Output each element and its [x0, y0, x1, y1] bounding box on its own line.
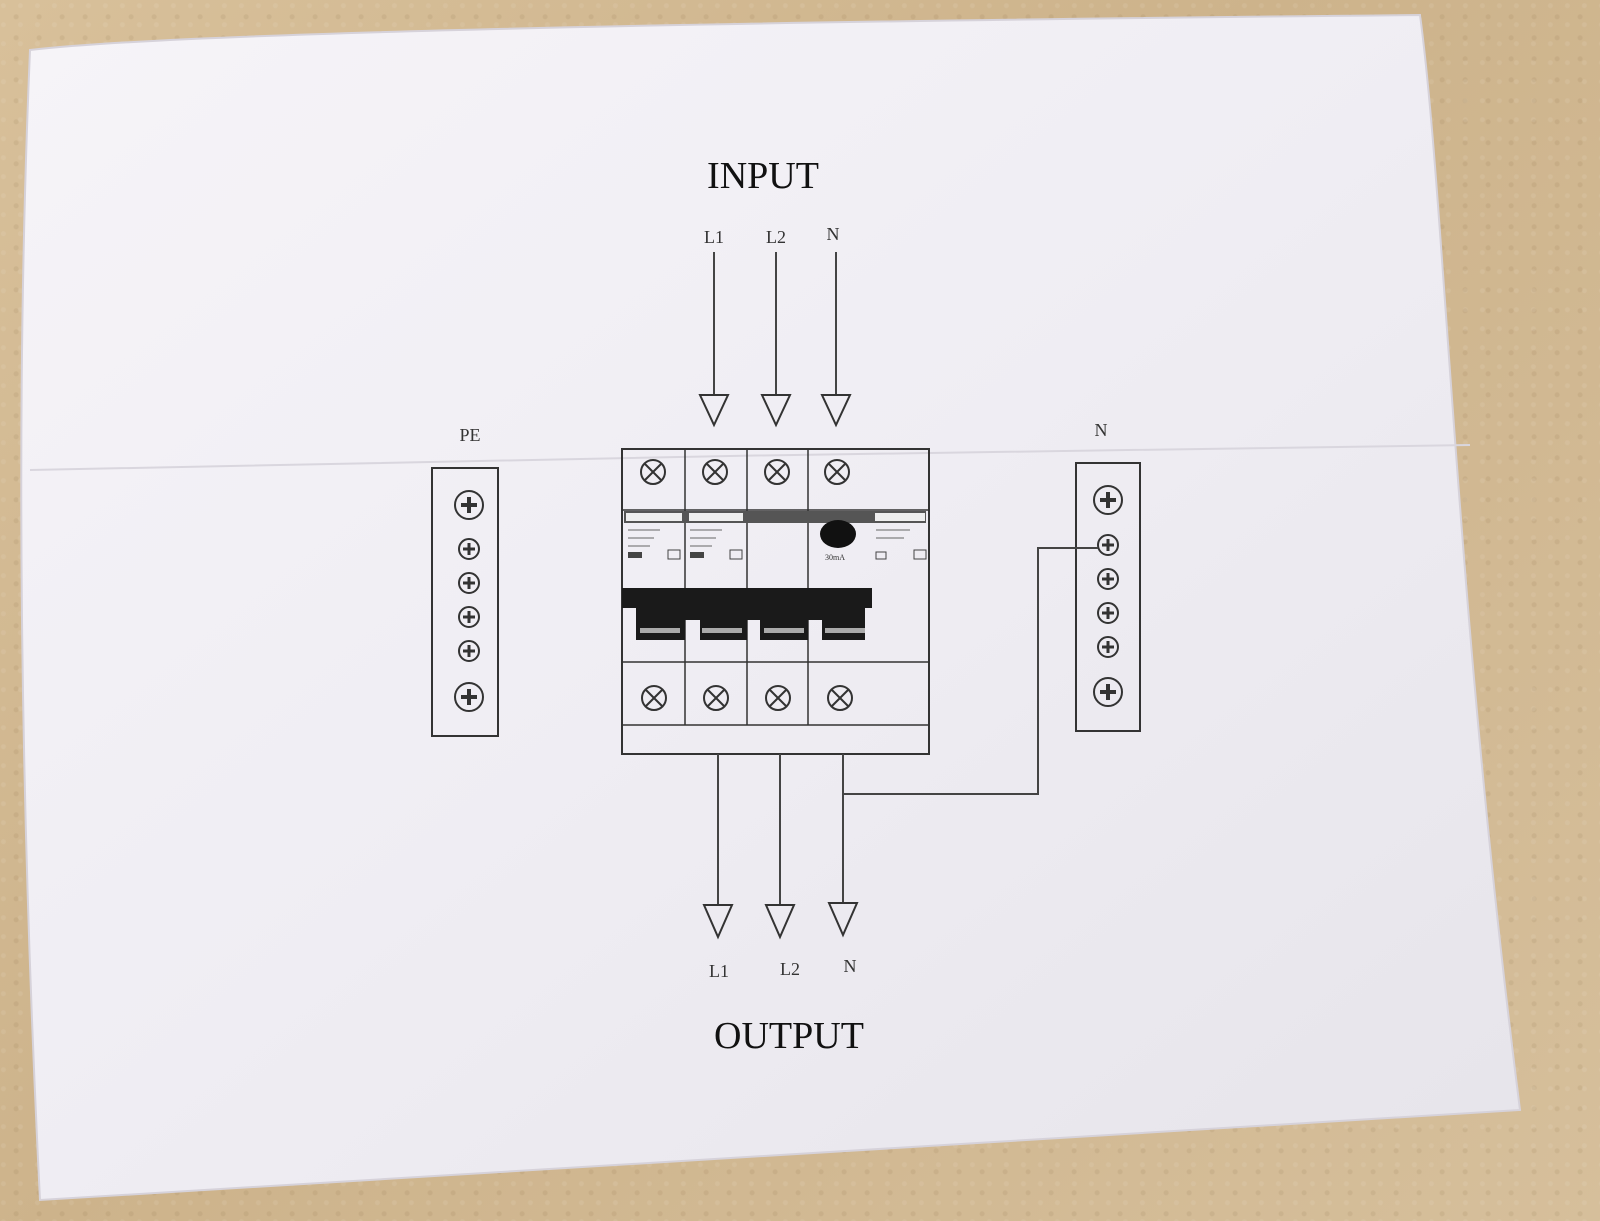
input-label-n: N — [827, 224, 840, 244]
terminal-screw-icon — [764, 459, 790, 485]
pe-earth-bar — [431, 467, 499, 737]
screw-icon — [458, 606, 480, 628]
n-neutral-bar — [1075, 462, 1141, 732]
output-label-n: N — [844, 956, 857, 976]
breaker-toggle-bar — [622, 588, 872, 640]
input-wire-l2 — [760, 252, 792, 428]
input-label-l2: L2 — [766, 227, 786, 247]
output-wire-l1 — [702, 754, 734, 940]
screw-icon — [458, 538, 480, 560]
bottom-terminal-screws — [641, 685, 853, 711]
terminal-screw-icon — [765, 685, 791, 711]
terminal-screw-icon — [702, 459, 728, 485]
input-label-l1: L1 — [704, 227, 724, 247]
top-terminal-screws — [640, 459, 850, 485]
terminal-screw-icon — [640, 459, 666, 485]
terminal-screw-icon — [824, 459, 850, 485]
rcd-test-button — [820, 520, 856, 548]
output-title: OUTPUT — [714, 1015, 864, 1057]
output-wire-n — [827, 754, 859, 938]
output-label-l2: L2 — [780, 959, 800, 979]
screw-icon — [1097, 568, 1119, 590]
screw-icon — [454, 682, 484, 712]
terminal-screw-icon — [703, 685, 729, 711]
screw-icon — [458, 572, 480, 594]
input-title: INPUT — [707, 155, 819, 197]
screw-icon — [1093, 677, 1123, 707]
input-wire-l1 — [698, 252, 730, 428]
screw-icon — [1097, 602, 1119, 624]
screw-icon — [1097, 636, 1119, 658]
neutral-link-wire — [843, 547, 1098, 795]
input-wire-n — [820, 252, 852, 428]
output-label-l1: L1 — [709, 961, 729, 981]
screw-icon — [1097, 534, 1119, 556]
terminal-screw-icon — [641, 685, 667, 711]
n-bar-label: N — [1095, 420, 1108, 440]
paper-fold-line — [29, 444, 1471, 471]
screw-icon — [458, 640, 480, 662]
rcbo-device: 30mA — [621, 448, 930, 755]
terminal-screw-icon — [827, 685, 853, 711]
output-wire-l2 — [764, 754, 796, 940]
screw-icon — [454, 490, 484, 520]
rcd-rating-label: 30mA — [825, 553, 845, 562]
screw-icon — [1093, 485, 1123, 515]
pe-bar-label: PE — [459, 425, 480, 445]
